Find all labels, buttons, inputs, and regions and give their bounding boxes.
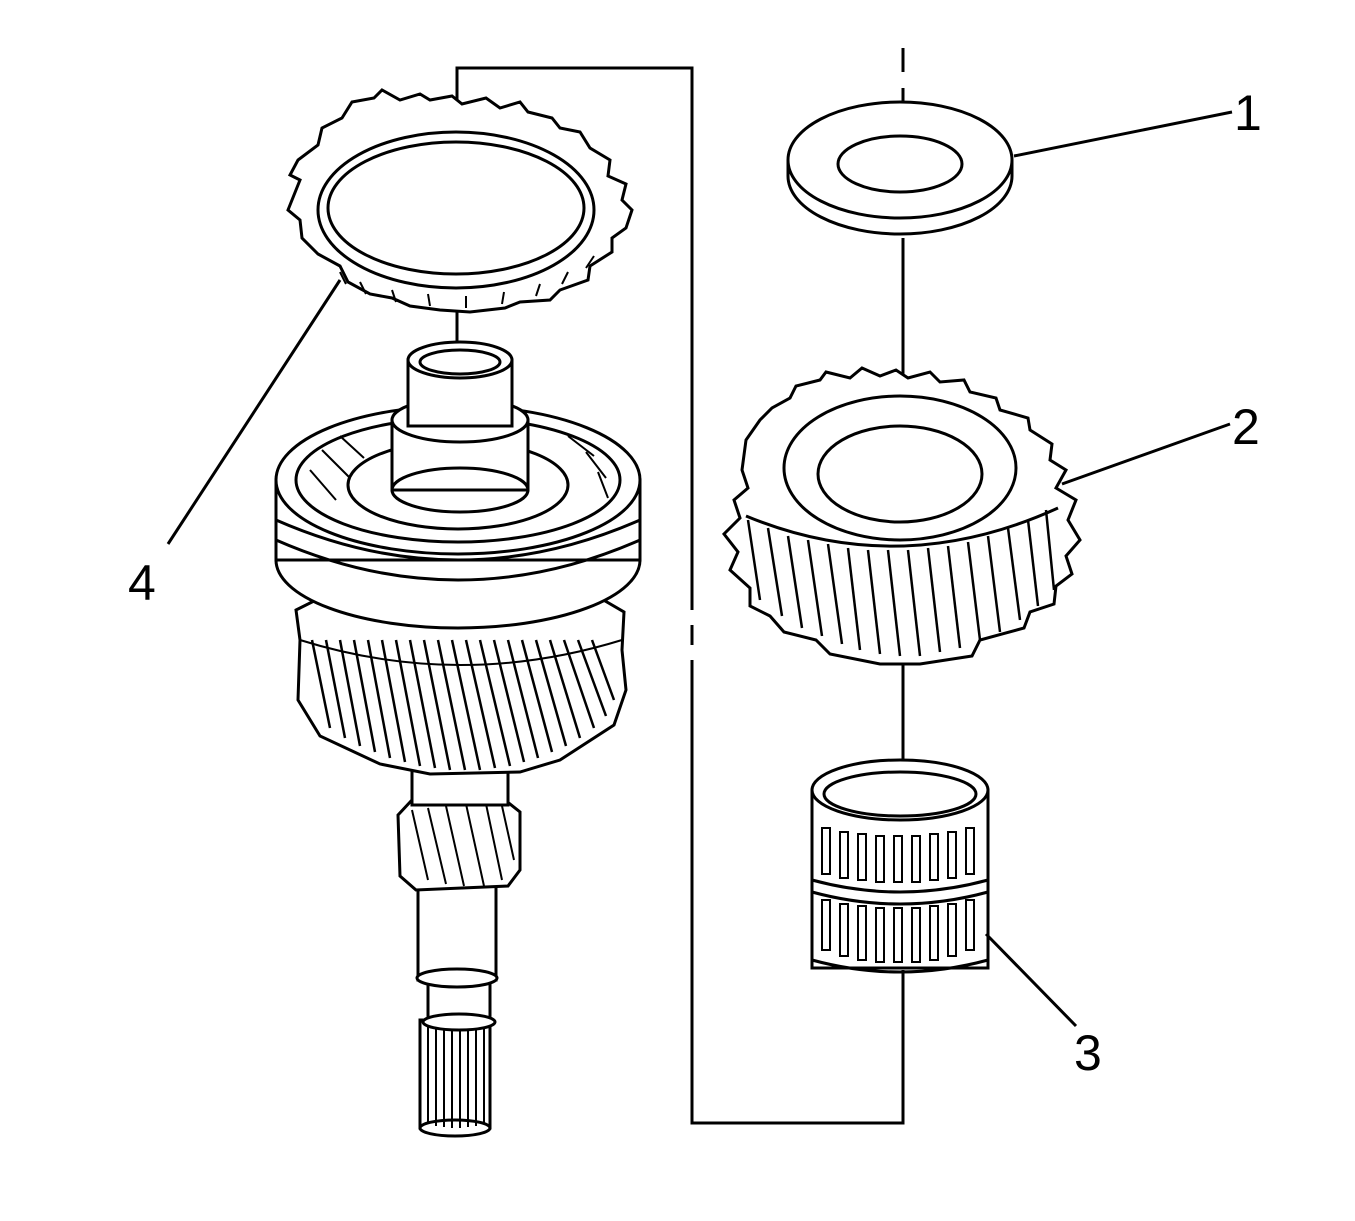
helical-gear: [722, 366, 1082, 666]
leader-lines: [166, 110, 1233, 1028]
callout-4: 4: [128, 555, 156, 611]
callout-3: 3: [1074, 1025, 1102, 1081]
callout-1: 1: [1234, 85, 1262, 141]
main-shaft-assembly: [274, 340, 642, 1138]
synchronizer-ring: [286, 88, 634, 314]
thrust-washer: [786, 100, 1014, 236]
needle-bearing: [810, 758, 990, 974]
callout-2: 2: [1232, 399, 1260, 455]
